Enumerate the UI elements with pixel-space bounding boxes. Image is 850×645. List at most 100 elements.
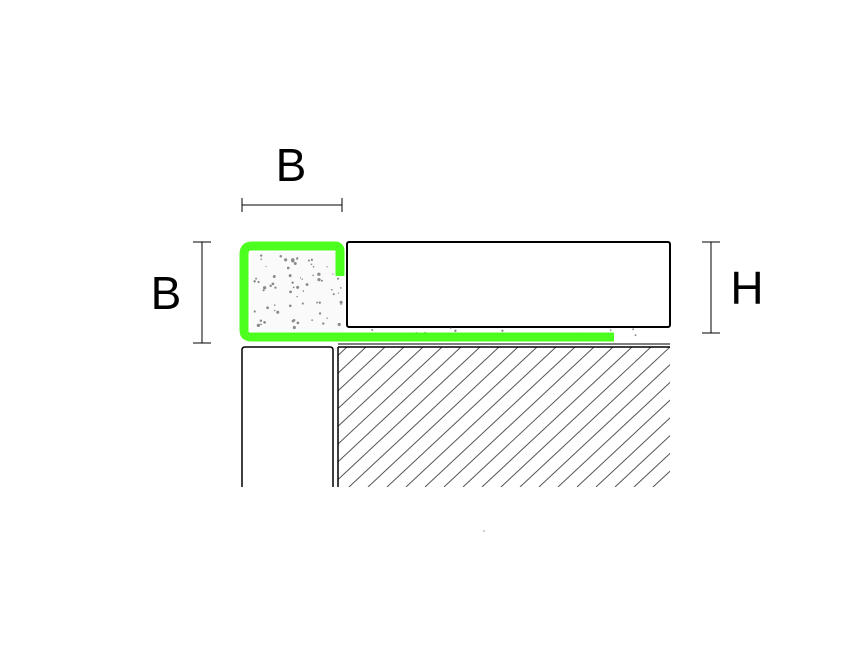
adhesive-speck <box>289 290 292 294</box>
adhesive-speck <box>286 266 290 270</box>
adhesive-speck <box>301 302 304 305</box>
hatch-line <box>519 347 670 487</box>
adhesive-speck <box>332 273 334 275</box>
dimension-top-b: B <box>241 139 343 212</box>
hatch-line <box>367 347 519 487</box>
hatch-line <box>338 347 367 374</box>
adhesive-speck <box>339 287 342 289</box>
hatch-line <box>614 434 670 487</box>
adhesive-speck <box>276 310 280 314</box>
adhesive-speck <box>291 281 294 284</box>
hatch-line <box>386 347 538 487</box>
adhesive-speck <box>310 258 314 261</box>
hatch-line <box>595 417 670 487</box>
hatch-line <box>652 470 670 487</box>
hatch-line <box>500 347 652 487</box>
dimension-left-b: B <box>151 241 211 344</box>
adhesive-speck <box>253 280 256 283</box>
adhesive-speck <box>253 310 256 313</box>
adhesive-speck <box>337 322 341 326</box>
adhesive-speck <box>326 317 328 319</box>
adhesive-speck <box>293 262 297 265</box>
adhesive-speck <box>266 306 269 310</box>
dimension-right-h: H <box>702 241 764 334</box>
hatch-line <box>348 347 500 487</box>
adhesive-speck <box>255 277 258 280</box>
adhesive-speck <box>305 283 309 286</box>
adhesive-speck <box>292 325 296 330</box>
hatch-line <box>576 399 670 487</box>
adhesive-speck <box>288 304 292 308</box>
hatch-line <box>338 347 424 428</box>
adhesive-speck <box>259 319 263 323</box>
adhesive-speck <box>284 258 288 262</box>
adhesive-speck <box>299 277 302 279</box>
adhesive-speck <box>295 257 298 260</box>
adhesive-speck <box>311 319 313 321</box>
adhesive-speck <box>263 320 266 324</box>
adhesive-speck <box>260 323 262 326</box>
wall-tile <box>241 346 334 487</box>
adhesive-speck <box>260 254 263 257</box>
adhesive-speck <box>302 290 305 292</box>
adhesive-speck <box>339 300 343 304</box>
adhesive-speck <box>271 282 275 286</box>
adhesive-speck <box>291 319 295 323</box>
hatch-line <box>633 452 670 487</box>
dimension-label-left: B <box>151 267 182 319</box>
adhesive-speck <box>272 275 276 278</box>
hatch-line <box>481 347 633 487</box>
adhesive-speck <box>274 286 277 289</box>
adhesive-speck <box>450 327 452 329</box>
adhesive-speck <box>336 277 340 280</box>
adhesive-speck <box>317 272 321 276</box>
dimension-label-right: H <box>730 262 763 314</box>
adhesive-speck <box>337 292 340 294</box>
adhesive-speck <box>322 322 325 325</box>
adhesive-speck <box>318 312 322 315</box>
substrate-hatched <box>337 346 841 487</box>
hatch-line <box>338 347 481 481</box>
adhesive-speck <box>292 286 295 289</box>
hatch-line <box>691 347 841 487</box>
adhesive-speck <box>269 284 272 288</box>
adhesive-speck <box>260 258 263 261</box>
adhesive-speck <box>454 329 457 332</box>
hatch-line <box>338 347 462 463</box>
hatch-line <box>557 381 670 487</box>
hatch-line <box>443 347 595 487</box>
adhesive-speck <box>262 286 267 290</box>
adhesive-speck <box>501 329 504 332</box>
adhesive-speck <box>296 295 298 298</box>
adhesive-speck <box>330 288 333 291</box>
adhesive-speck <box>274 309 276 312</box>
adhesive-speck <box>312 265 315 268</box>
adhesive-speck <box>332 293 335 296</box>
hatch-line <box>338 347 443 445</box>
stray-dot <box>483 530 485 532</box>
hatch-line <box>338 347 405 410</box>
adhesive-speck <box>632 328 634 331</box>
adhesive-speck <box>265 265 267 268</box>
hatch-line <box>538 364 670 487</box>
dimension-label-top: B <box>276 139 307 191</box>
hatch-line <box>338 347 348 357</box>
adhesive-speck <box>316 301 318 304</box>
adhesive-speck <box>371 328 374 331</box>
adhesive-speck <box>340 303 342 305</box>
adhesive-speck <box>326 266 328 268</box>
adhesive-speck <box>301 278 303 280</box>
adhesive-speck <box>296 321 300 325</box>
adhesive-fill <box>252 252 344 332</box>
hatch-line <box>672 347 822 487</box>
adhesive-speck <box>296 285 300 289</box>
adhesive-speck <box>262 289 265 292</box>
hatch-line <box>405 347 557 487</box>
adhesive-speck <box>312 274 314 277</box>
adhesive-speck <box>634 334 637 337</box>
adhesive-speck <box>317 278 321 282</box>
adhesive-speck <box>609 329 612 332</box>
adhesive-speck <box>310 263 313 266</box>
hatch-line <box>424 347 576 487</box>
